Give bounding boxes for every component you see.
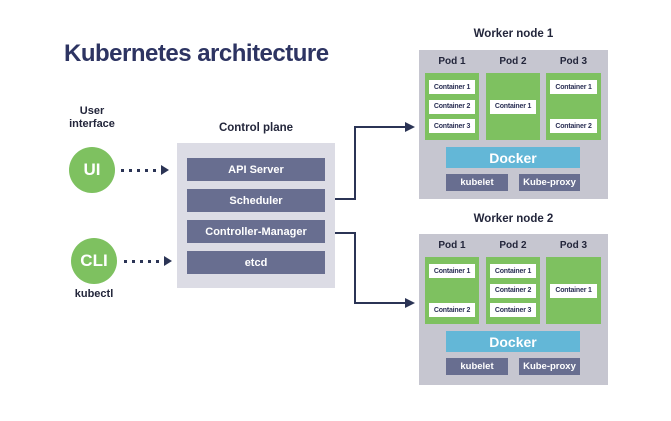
kubelet-box: kubelet [446, 358, 508, 375]
container-chip: Container 2 [429, 99, 475, 114]
dotted-arrow-cli-to-control-plane [124, 256, 172, 266]
arrowhead-icon [161, 165, 169, 175]
container-chip: Container 2 [490, 283, 536, 298]
pod-box: Container 1 Container 2 Container 3 [486, 257, 540, 324]
connector-to-worker2-segment [335, 232, 356, 234]
container-chip: Container 3 [429, 119, 475, 133]
kubelet-box: kubelet [446, 174, 508, 191]
docker-bar: Docker [446, 147, 580, 168]
pod-label: Pod 3 [559, 240, 588, 251]
docker-bar: Docker [446, 331, 580, 352]
pod-box: Container 1 [486, 73, 540, 140]
pod-box: Container 1 Container 2 [425, 257, 479, 324]
dotted-line [124, 259, 164, 263]
control-plane-box: API Server Scheduler Controller-Manager … [177, 143, 335, 288]
user-interface-label: User interface [57, 105, 127, 131]
kube-proxy-box: Kube-proxy [519, 174, 580, 191]
container-chip: Container 1 [550, 80, 597, 94]
connector-to-worker2-segment [354, 232, 356, 304]
worker-node-2-title: Worker node 2 [473, 213, 554, 225]
kubectl-label: kubectl [74, 288, 114, 300]
container-chip: Container 1 [429, 264, 475, 278]
container-chip: Container 2 [550, 119, 597, 133]
pod-box: Container 1 [546, 257, 601, 324]
arrowhead-icon [164, 256, 172, 266]
pod-box: Container 1 Container 2 Container 3 [425, 73, 479, 140]
dotted-arrow-ui-to-control-plane [121, 165, 169, 175]
pod-label: Pod 2 [499, 56, 527, 67]
user-interface-label-line2: interface [69, 118, 115, 131]
container-chip: Container 1 [429, 80, 475, 94]
cli-circle: CLI [71, 238, 117, 284]
dotted-line [121, 168, 161, 172]
worker-node-1-title: Worker node 1 [473, 28, 554, 40]
connector-to-worker1-segment [354, 126, 356, 200]
container-chip: Container 3 [490, 303, 536, 317]
component-scheduler: Scheduler [187, 189, 325, 212]
component-controller-manager: Controller-Manager [187, 220, 325, 243]
arrowhead-icon [405, 298, 415, 308]
control-plane-label: Control plane [218, 122, 294, 134]
connector-to-worker1-segment [354, 126, 405, 128]
component-etcd: etcd [187, 251, 325, 274]
pod-label: Pod 2 [499, 240, 527, 251]
pod-label: Pod 1 [438, 56, 466, 67]
ui-circle: UI [69, 147, 115, 193]
kube-proxy-box: Kube-proxy [519, 358, 580, 375]
pod-label: Pod 1 [438, 240, 466, 251]
container-chip: Container 1 [490, 99, 536, 114]
page-title: Kubernetes architecture [64, 40, 329, 67]
pod-label: Pod 3 [559, 56, 588, 67]
arrowhead-icon [405, 122, 415, 132]
worker-node-2-box: Pod 1 Container 1 Container 2 Pod 2 Cont… [419, 234, 608, 385]
user-interface-label-line1: User [79, 105, 105, 117]
worker-node-1-box: Pod 1 Container 1 Container 2 Container … [419, 50, 608, 199]
container-chip: Container 1 [550, 283, 597, 298]
container-chip: Container 2 [429, 303, 475, 317]
component-api-server: API Server [187, 158, 325, 181]
pod-box: Container 1 Container 2 [546, 73, 601, 140]
container-chip: Container 1 [490, 264, 536, 278]
connector-to-worker1-segment [335, 198, 356, 200]
connector-to-worker2-segment [354, 302, 405, 304]
